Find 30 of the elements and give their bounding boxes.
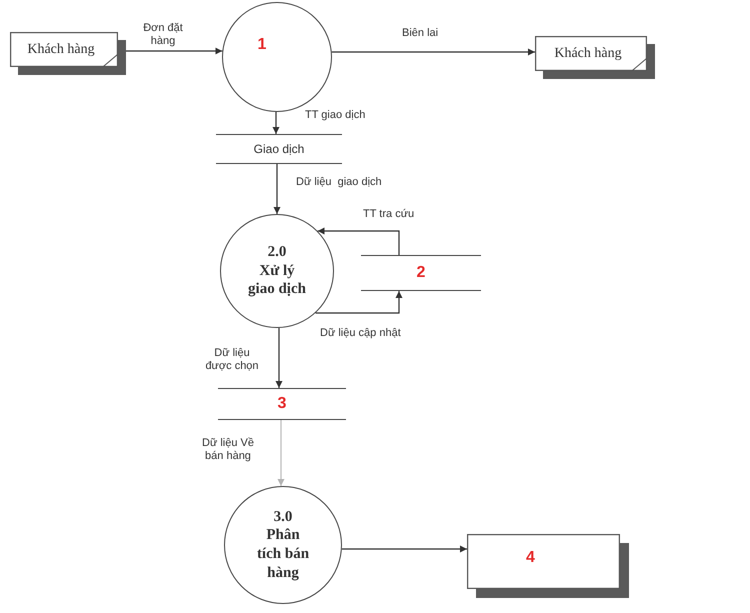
data-store-number: 2	[416, 264, 426, 282]
data-store	[218, 388, 346, 420]
data-store-number: 3	[278, 395, 286, 413]
data-store-name: Giao dịch	[254, 142, 304, 156]
arrow	[316, 291, 402, 314]
arrow	[274, 164, 280, 214]
process-number: 3.0	[274, 508, 292, 526]
external-entity-box	[535, 36, 655, 79]
edge-label: Dữ liệu cập nhật	[320, 327, 401, 340]
arrow	[332, 48, 535, 56]
arrow	[126, 48, 222, 54]
arrow	[276, 328, 282, 388]
arrow	[278, 420, 284, 487]
edge-label: TT giao dịch	[305, 109, 366, 122]
edge-label: Dữ liệu được chọn	[204, 347, 260, 372]
data-store	[216, 134, 342, 164]
entity-name: Khách hàng	[27, 42, 95, 58]
entity-number: 4	[526, 548, 535, 566]
edge-label: Dữ liệu giao dịch	[296, 176, 382, 189]
data-store	[361, 255, 481, 291]
process-number: 2.0	[268, 242, 286, 262]
arrow	[272, 112, 280, 134]
external-entity-box	[10, 32, 126, 75]
arrow	[318, 228, 400, 255]
process-name: Phân tích bán hàng	[256, 526, 310, 582]
arrow	[342, 546, 467, 552]
entity-name: Khách hàng	[554, 46, 622, 62]
process-name: Xử lý giao dịch	[247, 262, 307, 300]
process-number: 1	[258, 36, 266, 54]
external-entity-box	[467, 534, 629, 598]
